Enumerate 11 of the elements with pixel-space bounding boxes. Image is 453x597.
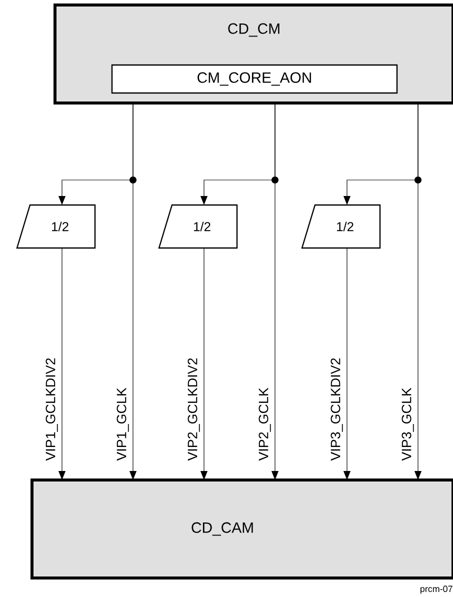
divider-box: 1/2 xyxy=(301,204,381,249)
domain-box: CD_CAM xyxy=(30,478,453,580)
edge-label: VIP1_GCLK xyxy=(116,388,129,461)
edge-label: VIP3_GCLKDIV2 xyxy=(330,358,343,461)
edge-label: VIP2_GCLKDIV2 xyxy=(188,358,200,461)
edge-label: VIP2_GCLK xyxy=(258,388,271,461)
edge-label: VIP1_GCLKDIV2 xyxy=(46,358,58,461)
divider-box: 1/2 xyxy=(16,204,96,249)
divider-box: 1/2 xyxy=(158,204,238,249)
core-box: CM_CORE_AON xyxy=(111,64,398,94)
edge-label: VIP3_GCLK xyxy=(402,388,414,461)
